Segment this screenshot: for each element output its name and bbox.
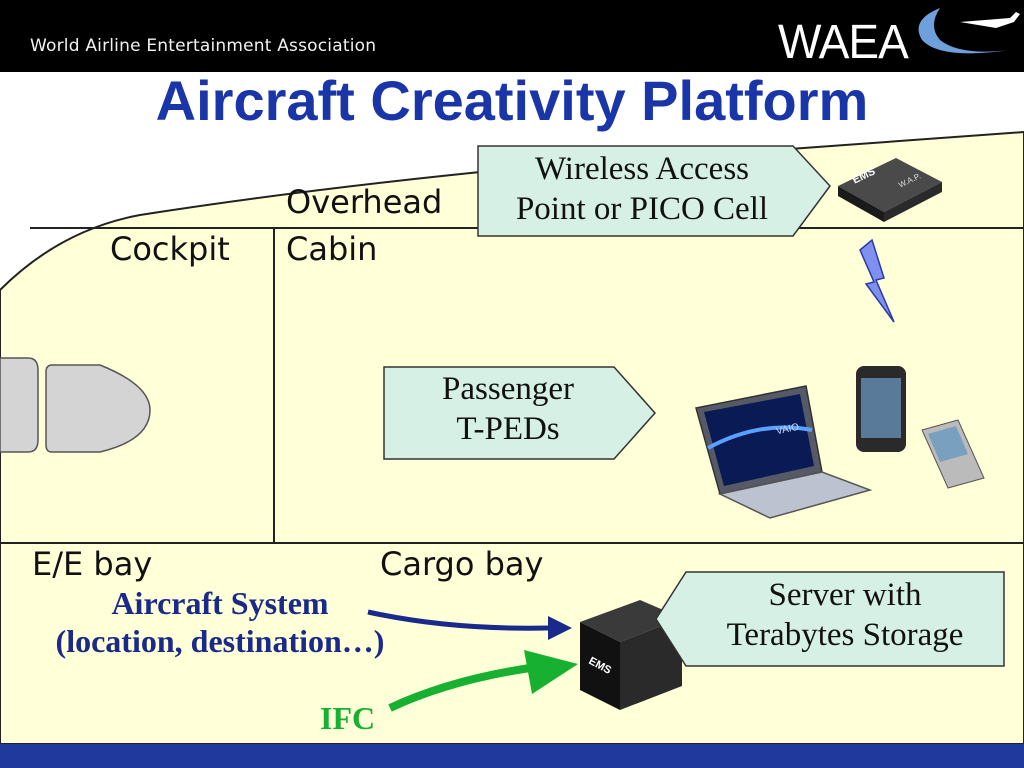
zone-cabin: Cabin <box>286 230 378 268</box>
pda-device <box>921 419 985 489</box>
airplane-logo-icon <box>918 8 1020 54</box>
zone-cockpit: Cockpit <box>110 230 230 268</box>
callout-tped-line2: T-PEDs <box>456 410 560 447</box>
callout-server-line1: Server with <box>768 577 922 613</box>
callout-passenger-tpeds: Passenger T-PEDs <box>384 370 632 449</box>
zone-cargo-bay: Cargo bay <box>380 545 544 583</box>
org-name: World Airline Entertainment Association <box>30 36 377 56</box>
callout-tped-shape <box>383 366 657 460</box>
aircraft-system-label: Aircraft System (location, destination…) <box>0 584 440 661</box>
server-device <box>580 600 682 710</box>
callout-wap-shape <box>477 145 831 237</box>
ifc-arrowhead <box>524 650 578 694</box>
callout-tped-line1: Passenger <box>442 371 574 407</box>
wireless-access-point-device <box>838 158 942 222</box>
aircraft-system-arrow <box>367 609 549 631</box>
aircraft-system-line2: (location, destination…) <box>55 623 385 660</box>
ifc-arrow <box>388 664 531 712</box>
callout-server-line2: Terabytes Storage <box>726 616 964 653</box>
zone-ee-bay: E/E bay <box>32 545 153 583</box>
callout-wap-line2: Point or PICO Cell <box>515 190 769 227</box>
laptop-device <box>695 385 873 519</box>
smartphone-device <box>856 366 906 452</box>
aircraft-system-line1: Aircraft System <box>111 585 329 621</box>
callout-server: Server with Terabytes Storage <box>686 576 1004 655</box>
ifc-label: IFC <box>320 700 376 736</box>
callout-wap-line1: Wireless Access <box>534 151 750 187</box>
page-title: Aircraft Creativity Platform <box>155 69 869 132</box>
wireless-signal-icon <box>859 238 895 323</box>
waea-logo: WAEA <box>778 13 909 69</box>
callout-server-shape <box>655 571 1005 667</box>
header-bar: World Airline Entertainment Association … <box>0 0 1024 72</box>
callout-wireless-access-point: Wireless Access Point or PICO Cell <box>478 150 806 229</box>
cockpit-window-2 <box>45 364 151 453</box>
aircraft-system-arrowhead <box>548 616 572 640</box>
cockpit-window-1 <box>0 357 39 453</box>
footer-bar <box>0 744 1024 768</box>
zone-overhead: Overhead <box>286 183 443 221</box>
